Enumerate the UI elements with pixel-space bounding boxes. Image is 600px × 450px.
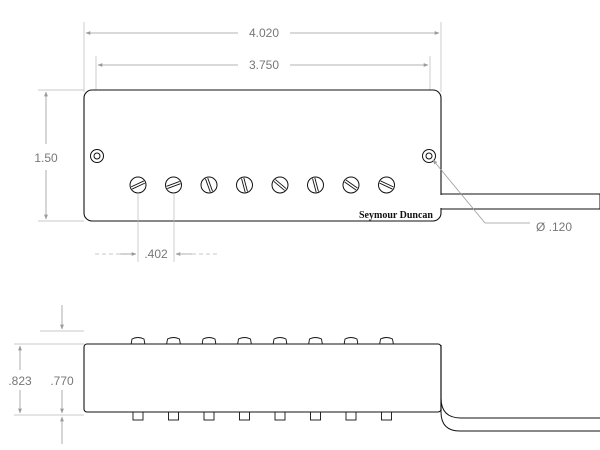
pole-piece	[200, 176, 218, 194]
mount-hole-label: Ø .120	[536, 220, 572, 234]
side-body-height-label: .770	[50, 374, 74, 388]
mount-hole-dimension: Ø .120	[432, 159, 572, 234]
pickup-body-top	[83, 89, 442, 222]
pole-top-side	[343, 337, 359, 346]
lead-wire-side-outer	[440, 408, 600, 432]
side-total-height-label: .823	[8, 374, 32, 388]
pole-piece	[129, 176, 147, 194]
pickup-body-side	[83, 343, 442, 413]
overall-length-dimension: 4.020	[85, 26, 440, 40]
side-total-height-dimension: .823	[8, 345, 32, 414]
pole-piece	[307, 176, 324, 194]
pole-piece	[271, 176, 289, 194]
lead-wire-top	[440, 193, 600, 210]
pole-top-side	[130, 337, 146, 346]
pole-pieces	[129, 176, 395, 194]
mount-spacing-label: 3.750	[249, 58, 279, 72]
pole-spacing-label: .402	[144, 247, 168, 261]
pole-top-side	[166, 337, 181, 346]
overall-length-label: 4.020	[249, 26, 279, 40]
pole-piece	[342, 176, 360, 194]
pole-spacing-dimension: .402	[95, 193, 220, 262]
pole-piece	[165, 176, 182, 194]
pole-pieces-side	[130, 337, 394, 421]
pole-top-side	[272, 337, 288, 346]
mount-hole-left-inner	[93, 152, 101, 160]
pole-piece	[236, 176, 253, 194]
side-body-height-dimension: .770	[50, 305, 74, 444]
brand-logo: Seymour Duncan	[359, 210, 433, 221]
lead-wire-side-inner	[440, 397, 600, 419]
mount-spacing-dimension: 3.750	[97, 58, 429, 72]
pole-top-side	[237, 337, 252, 346]
mount-hole-right-inner	[425, 152, 433, 160]
height-label: 1.50	[34, 151, 58, 165]
pole-top-side	[308, 337, 323, 346]
side-view: .823 .770	[8, 305, 600, 444]
top-view: 4.020 3.750 1.50 Seymour Duncan	[34, 22, 600, 262]
pole-piece	[378, 176, 395, 194]
pole-top-side	[379, 337, 394, 346]
height-dimension: 1.50	[34, 89, 84, 222]
pole-top-side	[201, 337, 217, 346]
